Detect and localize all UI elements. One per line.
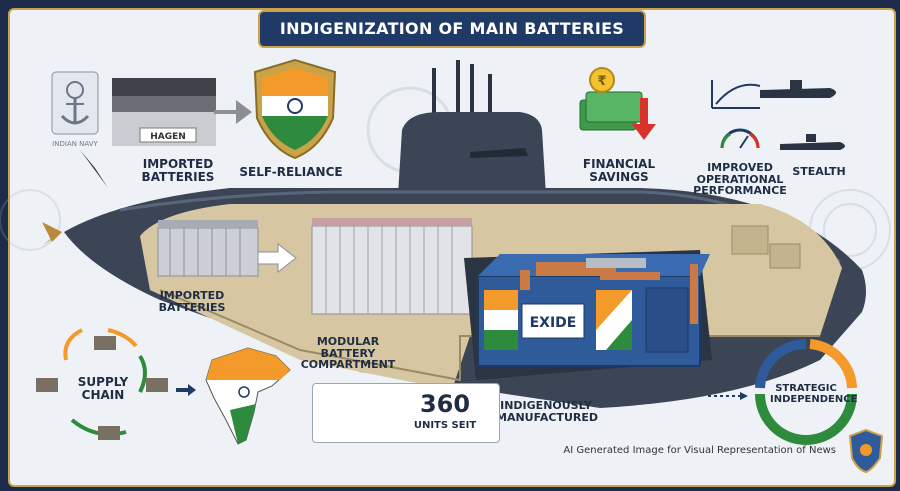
india-map-icon bbox=[205, 347, 291, 445]
india-flag-shield-icon bbox=[253, 58, 337, 160]
exide-logo-text: EXIDE bbox=[530, 315, 577, 331]
modular-battery-rack bbox=[311, 218, 473, 315]
page-title: INDIGENIZATION OF MAIN BATTERIES bbox=[258, 10, 646, 48]
stealth-label: STEALTH bbox=[792, 165, 846, 178]
arrow-right-icon bbox=[257, 242, 297, 274]
supply-chain-cycle-icon bbox=[63, 328, 147, 437]
financial-savings-label: FINANCIAL SAVINGS bbox=[582, 157, 656, 184]
strategic-independence-cycle-icon bbox=[755, 338, 857, 445]
svg-text:₹: ₹ bbox=[597, 74, 606, 89]
unit-counter-box bbox=[312, 383, 500, 443]
modular-compartment-label: MODULAR BATTERY COMPARTMENT bbox=[300, 335, 396, 372]
hagen-logo-text: HAGEN bbox=[150, 132, 186, 142]
shield-badge-icon bbox=[848, 428, 884, 474]
imported-batteries-label: IMPORTED BATTERIES bbox=[141, 157, 215, 184]
self-reliance-label: SELF-RELIANCE bbox=[239, 165, 343, 179]
strategic-independence-label: STRATEGIC INDEPENDENCE bbox=[770, 383, 858, 405]
indian-navy-emblem-icon: INDIAN NAVY bbox=[51, 71, 99, 148]
imported-battery-icon: HAGEN bbox=[112, 78, 216, 146]
unit-counter-value: 360 bbox=[419, 390, 471, 418]
stealth-submarine-icon bbox=[780, 134, 845, 150]
speedometer-icon bbox=[720, 128, 760, 149]
arrow-right-icon bbox=[214, 100, 252, 124]
arrow-right-icon bbox=[176, 384, 196, 396]
factory-icon bbox=[36, 336, 168, 440]
indigenous-battery-block: EXIDE bbox=[464, 250, 712, 380]
money-savings-icon: ₹ bbox=[579, 67, 656, 140]
submarine-hull: EXIDE bbox=[42, 60, 866, 408]
navy-seal-text: INDIAN NAVY bbox=[52, 140, 98, 148]
imported-batteries-hull-label: IMPORTED BATTERIES bbox=[158, 289, 226, 314]
imported-battery-rack bbox=[157, 220, 259, 277]
indigenously-manufactured-label: INDIGENOUSLY MANUFACTURED bbox=[496, 399, 598, 424]
improved-performance-label: IMPROVED OPERATIONAL PERFORMANCE bbox=[693, 161, 787, 198]
arrow-right-icon bbox=[740, 392, 748, 400]
supply-chain-label: SUPPLY CHAIN bbox=[77, 375, 129, 402]
ai-generated-caption: AI Generated Image for Visual Representa… bbox=[563, 445, 836, 456]
unit-counter-label: UNITS SEIT bbox=[413, 420, 477, 431]
performance-graph-icon bbox=[711, 80, 761, 109]
submarine-silhouette-icon bbox=[760, 80, 836, 98]
